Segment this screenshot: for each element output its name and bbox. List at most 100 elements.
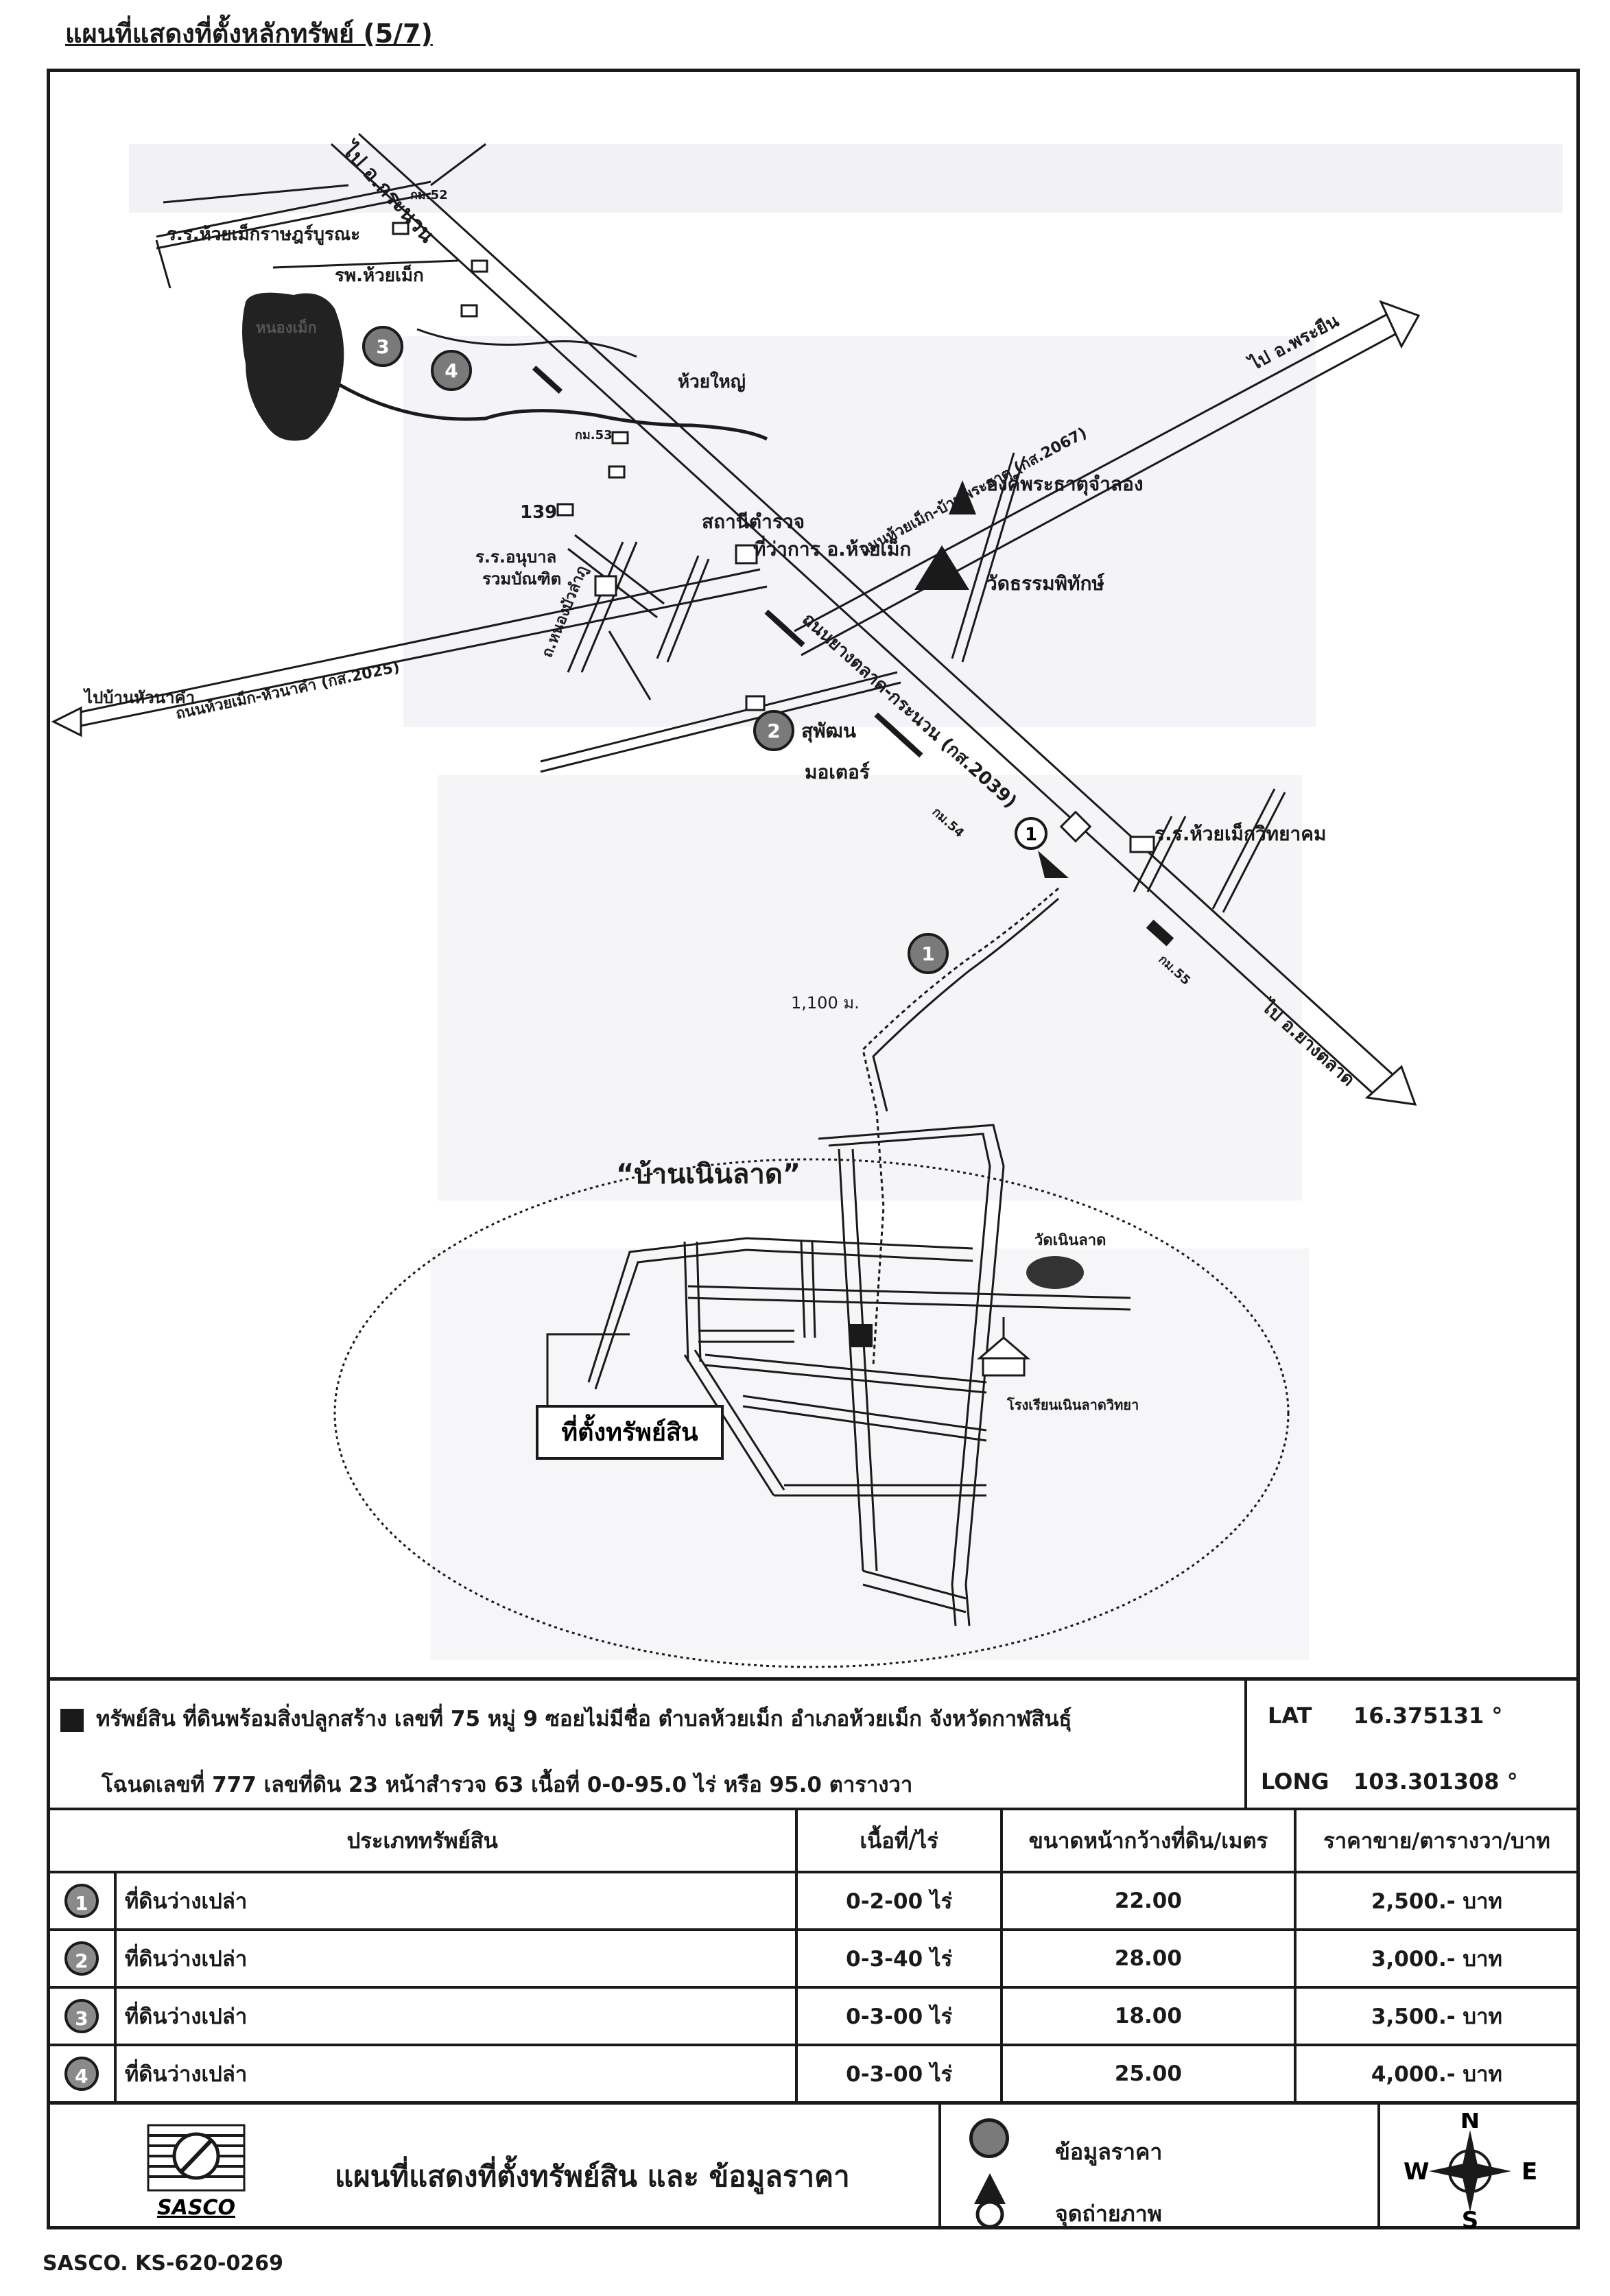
cell-type: ที่ดินว่างเปล่า	[113, 1986, 798, 2046]
label-kindergarten-2: รวมบัณฑิต	[482, 569, 561, 589]
pond-shape	[242, 292, 344, 441]
highway-2039	[330, 132, 1403, 1099]
label-suphon-2: มอเตอร์	[805, 761, 870, 783]
label-wat-noen-lat: วัดเนินลาด	[1034, 1232, 1106, 1249]
cell-area: 0-2-00 ไร่	[795, 1871, 1004, 1931]
label-wat-thammaphithak: วัดธรรมพิทักษ์	[986, 572, 1105, 595]
road-2067	[794, 300, 1421, 656]
sasco-logo: SASCO	[141, 2118, 251, 2221]
logo-text: SASCO	[157, 2196, 235, 2220]
asset-line: ทรัพย์สิน ที่ดินพร้อมสิ่งปลูกสร้าง เลขที…	[60, 1701, 1072, 1736]
cell-area: 0-3-40 ไร่	[795, 1928, 1004, 1989]
row-number-badge: 1	[64, 1884, 99, 1918]
road-2025	[51, 568, 768, 737]
footer-divider	[1377, 2105, 1380, 2229]
property-info: ทรัพย์สิน ที่ดินพร้อมสิ่งปลูกสร้าง เลขที…	[47, 1677, 1580, 1808]
footer: SASCO แผนที่แสดงที่ตั้งทรัพย์สิน และ ข้อ…	[47, 2101, 1580, 2234]
temple-icon	[914, 545, 969, 590]
price-table: ประเภททรัพย์สิน เนื้อที่/ไร่ ขนาดหน้ากว้…	[46, 1808, 1581, 2104]
label-hospital: รพ.ห้วยเม็ก	[335, 264, 424, 286]
label-kindergarten: ร.ร.อนุบาล	[475, 547, 556, 568]
property-square-icon	[60, 1708, 84, 1732]
svg-text:1: 1	[921, 943, 934, 965]
village-circle	[333, 1158, 1290, 1668]
map-canvas: หนองเม็ก	[51, 132, 1563, 1668]
compass-w: W	[1404, 2158, 1430, 2186]
pond-label: หนองเม็ก	[256, 318, 317, 337]
col-header-frontage: ขนาดหน้ากว้างที่ดิน/เมตร	[1000, 1808, 1297, 1873]
col-header-area: เนื้อที่/ไร่	[795, 1808, 1004, 1873]
label-police: สถานีตำรวจ	[702, 510, 805, 533]
property-marker	[849, 1324, 873, 1347]
svg-text:1: 1	[1025, 825, 1037, 845]
row-number-badge: 4	[64, 2057, 99, 2091]
svg-text:ที่ตั้งทรัพย์สิน: ที่ตั้งทรัพย์สิน	[561, 1414, 698, 1447]
compass-icon: N S E W	[1391, 2107, 1549, 2234]
label-stream: ห้วยใหญ่	[678, 371, 746, 392]
price-marker-2[interactable]: 2	[753, 710, 794, 751]
legend-photo-label: จุดถ่ายภาพ	[1055, 2201, 1162, 2227]
location-map[interactable]: หนองเม็ก	[47, 69, 1580, 1677]
school-flag-icon	[976, 1317, 1031, 1377]
label-phra-that: องค์พระธาตุจำลอง	[986, 473, 1144, 496]
cell-area: 0-3-00 ไร่	[795, 1986, 1004, 2046]
cell-price: 4,000.- บาท	[1293, 2044, 1581, 2104]
row-number-badge: 2	[64, 1941, 99, 1976]
label-village: “บ้านเนินลาด”	[616, 1159, 801, 1190]
label-school-wittayakhom: ร.ร.ห้วยเม็กวิทยาคม	[1155, 822, 1326, 845]
table-row: 1 ที่ดินว่างเปล่า 0-2-00 ไร่ 22.00 2,500…	[47, 1871, 1581, 1931]
long-value: 103.301308 °	[1353, 1768, 1518, 1795]
label-km52: กม.52	[410, 188, 448, 202]
cell-price: 3,500.- บาท	[1293, 1986, 1581, 2046]
temple-noen-lat-shape	[1026, 1256, 1084, 1289]
label-suphon: สุพัฒน	[801, 720, 856, 743]
label-school-huai-mek-rat: ร.ร.ห้วยเม็กราษฎร์บูรณะ	[167, 223, 360, 246]
deed-line: โฉนดเลขที่ 777 เลขที่ดิน 23 หน้าสำรวจ 63…	[102, 1773, 913, 1797]
table-header-row: ประเภททรัพย์สิน เนื้อที่/ไร่ ขนาดหน้ากว้…	[46, 1808, 1581, 1873]
label-school-noen-lat: โรงเรียนเนินลาดวิทยา	[1006, 1397, 1139, 1413]
svg-text:4: 4	[445, 359, 458, 382]
col-header-price: ราคาขาย/ตารางวา/บาท	[1293, 1808, 1581, 1873]
cell-type: ที่ดินว่างเปล่า	[113, 1871, 798, 1931]
label-route-139: 139	[520, 502, 557, 523]
property-label-box: ที่ตั้งทรัพย์สิน	[536, 1405, 724, 1460]
cell-frontage: 18.00	[1000, 1986, 1297, 2046]
col-header-type: ประเภททรัพย์สิน	[46, 1808, 798, 1873]
row-number-badge: 3	[64, 1999, 99, 2033]
svg-text:2: 2	[767, 720, 780, 742]
cell-area: 0-3-00 ไร่	[795, 2044, 1004, 2104]
lat-label: LAT	[1268, 1703, 1312, 1729]
cell-type: ที่ดินว่างเปล่า	[113, 1928, 798, 1989]
table-row: 2 ที่ดินว่างเปล่า 0-3-40 ไร่ 28.00 3,000…	[47, 1928, 1581, 1989]
cell-price: 2,500.- บาท	[1293, 1871, 1581, 1931]
long-label: LONG	[1261, 1768, 1329, 1795]
table-row: 3 ที่ดินว่างเปล่า 0-3-00 ไร่ 18.00 3,500…	[47, 1986, 1581, 2046]
table-row: 4 ที่ดินว่างเปล่า 0-3-00 ไร่ 25.00 4,000…	[47, 2044, 1581, 2104]
label-km53: กม.53	[575, 428, 613, 442]
page-frame	[47, 69, 1580, 2229]
photo-point-legend-icon	[966, 2170, 1014, 2234]
page-title: แผนที่แสดงที่ตั้งหลักทรัพย์ (5/7)	[65, 19, 433, 49]
cell-frontage: 25.00	[1000, 2044, 1297, 2104]
price-marker-1[interactable]: 1	[908, 933, 949, 974]
compass-n: N	[1460, 2113, 1480, 2134]
price-marker-4[interactable]: 4	[431, 350, 472, 391]
cell-price: 3,000.- บาท	[1293, 1928, 1581, 1989]
price-legend-icon	[969, 2118, 1009, 2158]
compass-s: S	[1462, 2207, 1479, 2229]
stupa-icon	[949, 480, 976, 514]
cell-frontage: 22.00	[1000, 1871, 1297, 1931]
lat-value: 16.375131 °	[1353, 1703, 1503, 1729]
price-marker-3[interactable]: 3	[362, 326, 403, 367]
label-distance: 1,100 ม.	[791, 993, 860, 1013]
footer-divider	[938, 2105, 941, 2229]
cell-type: ที่ดินว่างเปล่า	[113, 2044, 798, 2104]
document-code: SASCO. KS-620-0269	[43, 2251, 284, 2275]
photo-point-marker[interactable]: 1	[1015, 817, 1069, 878]
legend-price-label: ข้อมูลราคา	[1055, 2139, 1163, 2165]
cell-frontage: 28.00	[1000, 1928, 1297, 1989]
label-district-office: ที่ว่าการ อ.ห้วยเม็ก	[753, 535, 911, 560]
svg-text:3: 3	[376, 335, 389, 358]
compass-e: E	[1522, 2158, 1537, 2186]
village-roads	[546, 1124, 1131, 1626]
